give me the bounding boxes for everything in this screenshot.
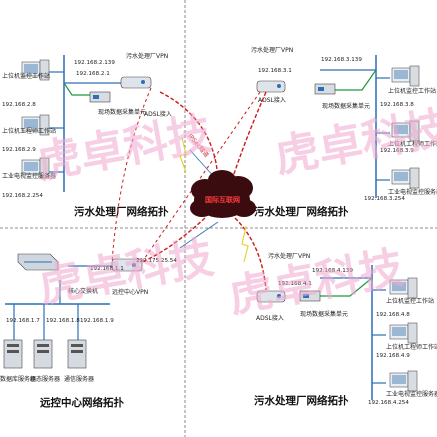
quadrant-title: 远控中心网络拓扑 [40, 396, 124, 409]
vpn-router-icon [256, 80, 286, 93]
adsl-label: ADSL接入 [258, 96, 286, 104]
vpn-ip: 192.168.2.139 [74, 60, 115, 66]
server-icon [33, 339, 53, 369]
vpn-ip: 192.168.4.139 [312, 268, 353, 274]
host-ip: 192.168.3.254 [364, 196, 405, 202]
server-label: 组态服务器 [30, 375, 60, 383]
vpn-label: 远控中心VPN [112, 288, 148, 296]
host-label: 上位机监控工作站 [386, 297, 434, 305]
host-label: 上位机工程师工作站 [386, 343, 437, 351]
vpn-router-icon [111, 258, 143, 272]
core-switch-icon [17, 253, 59, 271]
server-icon [389, 370, 418, 392]
adsl-label: ADSL接入 [256, 314, 284, 322]
server-icon [391, 167, 420, 189]
gateway-ip: 192.168.2.1 [76, 71, 110, 77]
quadrant-top-right: 污水处理厂VPN 192.168.3.139 192.168.3.1 ADSL接… [251, 46, 437, 218]
wan-ip: 222.175.25.54 [136, 258, 177, 264]
data-collector-icon [299, 290, 321, 302]
workstation-icon [21, 59, 50, 81]
quadrant-title: 污水处理厂网络拓扑 [254, 394, 349, 407]
host-label: 上位机监控工作站 [2, 72, 50, 80]
gateway-ip: 192.168.4.1 [278, 281, 312, 287]
host-label: 工业电视监控服务器 [388, 188, 437, 196]
server-icon [21, 157, 50, 179]
host-label: 上位机监控工作站 [388, 87, 436, 95]
host-ip: 192.168.2.8 [2, 102, 36, 108]
switch-label: 核心交换机 [68, 287, 98, 295]
host-label: 上位机工程师工作站 [2, 127, 56, 135]
quadrant-bottom-left: 核心交换机 远控中心VPN 192.168.1.1 222.175.25.54 … [0, 253, 177, 409]
workstation-icon [389, 277, 418, 299]
quadrant-title: 污水处理厂网络拓扑 [254, 205, 349, 218]
server-label: 数据库服务器 [0, 375, 36, 383]
vpn-router-icon [256, 290, 286, 303]
server-icon [3, 339, 23, 369]
vpn-label: 污水处理厂VPN [268, 252, 310, 260]
host-ip: 192.168.3.8 [380, 102, 414, 108]
server-icon [67, 339, 87, 369]
server-ip: 192.168.1.7 [6, 318, 40, 324]
quadrant-top-left: 上位机监控工作站 192.168.2.8 上位机工程师工作站 192.168.2… [2, 52, 172, 218]
vpn-router-icon [120, 76, 152, 89]
workstation-icon [389, 322, 418, 344]
quadrant-bottom-right: 污水处理厂VPN 192.168.4.139 192.168.4.1 ADSL接… [254, 252, 437, 407]
cloud-label: 国际互联网 [205, 195, 240, 204]
watermark-text: 虎卓科技 [33, 108, 215, 189]
collector-label: 现场数据采集单元 [98, 108, 146, 116]
quadrant-title: 污水处理厂网络拓扑 [74, 205, 169, 218]
watermark-text: 虎卓科技 [35, 232, 217, 313]
adsl-label: ADSL接入 [144, 110, 172, 118]
host-ip: 192.168.3.9 [380, 148, 414, 154]
gateway-ip: 192.168.1.1 [90, 266, 124, 272]
host-ip: 192.168.4.9 [376, 353, 410, 359]
collector-label: 现场数据采集单元 [300, 310, 348, 318]
internet-cloud-icon [190, 170, 256, 218]
server-ip: 192.168.1.8 [46, 318, 80, 324]
workstation-icon [391, 65, 420, 87]
data-collector-icon [314, 83, 336, 95]
host-ip: 192.168.4.8 [376, 312, 410, 318]
host-ip: 192.168.4.254 [368, 400, 409, 406]
vpn-label: 污水处理厂VPN [126, 52, 168, 60]
workstation-icon [391, 120, 420, 142]
host-ip: 192.168.2.9 [2, 147, 36, 153]
server-label: 通信服务器 [64, 375, 94, 383]
vpn-ip: 192.168.3.139 [321, 57, 362, 63]
server-ip: 192.168.1.9 [80, 318, 114, 324]
data-collector-icon [89, 91, 111, 103]
gateway-ip: 192.168.3.1 [258, 68, 292, 74]
vpn-label: 污水处理厂VPN [251, 46, 293, 54]
host-ip: 192.168.2.254 [2, 193, 43, 199]
host-label: 上位机工程师工作站 [388, 140, 437, 148]
workstation-icon [21, 114, 50, 136]
collector-label: 现场数据采集单元 [322, 102, 370, 110]
host-label: 工业电视监控服务器 [2, 172, 56, 180]
host-label: 工业电视监控服务器 [386, 390, 437, 398]
tunnels [111, 87, 267, 291]
